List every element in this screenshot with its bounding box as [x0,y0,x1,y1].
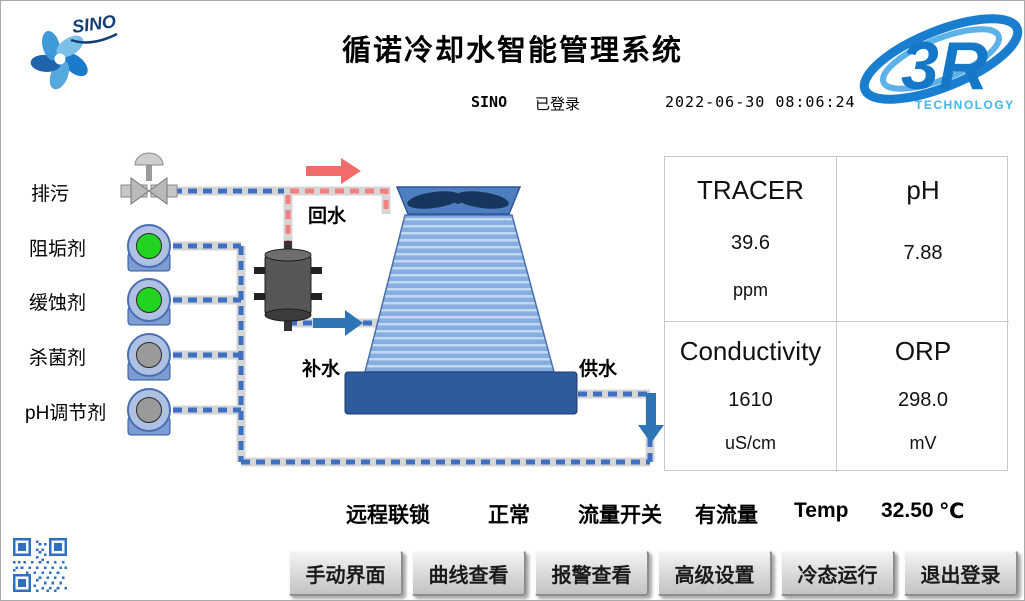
logout-button[interactable]: 退出登录 [903,550,1018,596]
reading-name: TRACER [697,175,804,205]
alarm-view-button[interactable]: 报警查看 [534,550,649,596]
heat-exchanger [254,241,322,331]
pump-corrosion-inhibitor [127,278,171,326]
label-ph-adjuster: pH调节剂 [25,403,107,424]
nav-buttons: 手动界面 曲线查看 报警查看 高级设置 冷态运行 退出登录 [288,550,1018,596]
flow-switch-label: 流量开关 [578,504,662,527]
cooling-tower [344,186,578,415]
fan-hub-icon [454,196,462,204]
remote-interlock-value: 正常 [488,504,530,527]
3r-logo-text: 3R [901,28,988,104]
return-water-pipe [285,188,389,249]
pump-ph-adjuster [127,388,171,436]
reading-unit: mV [909,433,937,453]
return-flow-arrow-icon [306,158,361,184]
label-biocide: 杀菌剂 [29,348,87,369]
3r-logo-subtext: TECHNOLOGY [915,98,1015,112]
reading-unit: uS/cm [724,433,776,453]
advanced-settings-button[interactable]: 高级设置 [657,550,772,596]
temp-label: Temp [794,499,849,522]
readings-panel: TRACER 39.6 ppm pH 7.88 Conductivity 161… [664,156,1009,472]
temp-unit: ℃ [939,500,965,523]
3r-technology-logo: 3R TECHNOLOGY [859,14,1023,112]
pump-biocide [127,333,171,381]
pump-status-light [136,287,162,313]
tower-basin [344,371,578,415]
page-title: 循诺冷却水智能管理系统 [341,35,684,67]
sino-logo-text: SINO [71,11,117,37]
reading-value: 7.88 [903,242,943,264]
flow-switch-value: 有流量 [695,504,758,527]
label-supply-water: 供水 [579,359,618,380]
reading-ph: pH 7.88 [837,157,1009,322]
curve-view-button[interactable]: 曲线查看 [411,550,526,596]
blowdown-valve-icon [120,152,178,205]
supply-flow-arrow-icon [638,393,664,443]
label-blowdown: 排污 [31,184,70,205]
pump-status-light [136,397,162,423]
reading-name: Conductivity [679,336,822,366]
label-scale-inhibitor: 阻垢剂 [29,239,87,260]
sino-logo: SINO [30,11,118,90]
reading-value: 1610 [728,388,773,411]
remote-interlock-label: 远程联锁 [346,504,430,527]
login-status: 已登录 [535,96,581,113]
reading-conductivity: Conductivity 1610 uS/cm [665,322,837,472]
reading-unit: ppm [732,280,768,300]
pump-scale-inhibitor [127,224,171,272]
fan-blade-icon [455,191,509,209]
reading-value: 39.6 [731,231,770,254]
label-return-water: 回水 [308,206,347,227]
manual-screen-button[interactable]: 手动界面 [288,550,403,596]
qr-code [13,538,67,592]
label-makeup-water: 补水 [302,359,341,380]
label-corrosion-inhibitor: 缓蚀剂 [29,293,87,314]
reading-tracer: TRACER 39.6 ppm [665,157,837,322]
reading-orp: ORP 298.0 mV [837,322,1009,472]
logged-in-user: SINO [471,93,508,111]
reading-name: ORP [894,336,952,366]
pump-status-light [136,233,162,259]
cooling-tower-body [364,214,555,373]
fan-blade-icon [407,191,461,209]
cold-run-button[interactable]: 冷态运行 [780,550,895,596]
reading-name: pH [906,175,940,205]
pump-status-light [136,342,162,368]
temp-value: 32.50 [881,499,934,522]
makeup-flow-arrow-icon [313,310,363,336]
reading-value: 298.0 [897,388,949,411]
datetime: 2022-06-30 08:06:24 [665,93,856,111]
